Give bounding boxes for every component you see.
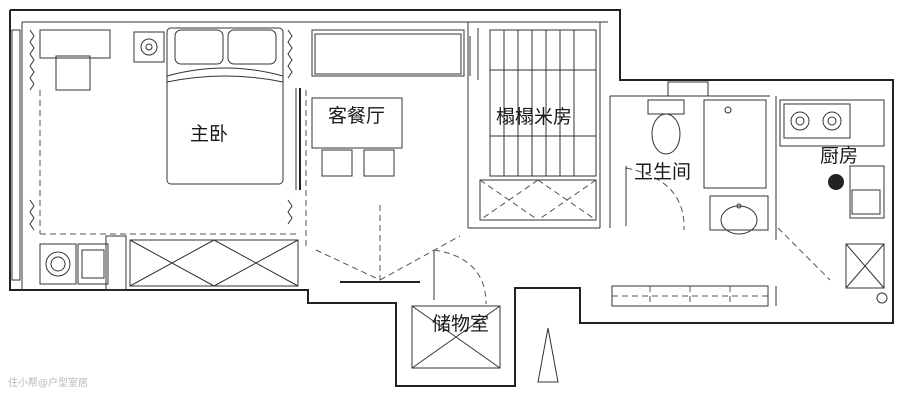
bathroom-label: 卫生间 bbox=[634, 161, 691, 183]
entrance-arrow bbox=[537, 327, 559, 383]
storage-room: 储物室 bbox=[411, 249, 501, 369]
living-dining: 客餐厅 bbox=[305, 29, 471, 283]
bathroom: 卫生间 bbox=[609, 81, 770, 235]
tatami-room: 榻榻米房 bbox=[467, 22, 601, 229]
outer-walls bbox=[9, 9, 894, 387]
hall-cabinet bbox=[611, 285, 777, 307]
watermark-text: 住小帮@户型室居 bbox=[8, 376, 88, 389]
kitchen-label: 厨房 bbox=[820, 145, 858, 167]
master-bedroom-label: 主卧 bbox=[190, 123, 228, 145]
kitchen: 厨房 bbox=[775, 96, 888, 304]
living-dining-label: 客餐厅 bbox=[328, 105, 385, 127]
storage-room-label: 储物室 bbox=[432, 313, 489, 335]
tatami-room-label: 榻榻米房 bbox=[496, 106, 572, 128]
master-bedroom: 主卧 bbox=[11, 27, 301, 291]
